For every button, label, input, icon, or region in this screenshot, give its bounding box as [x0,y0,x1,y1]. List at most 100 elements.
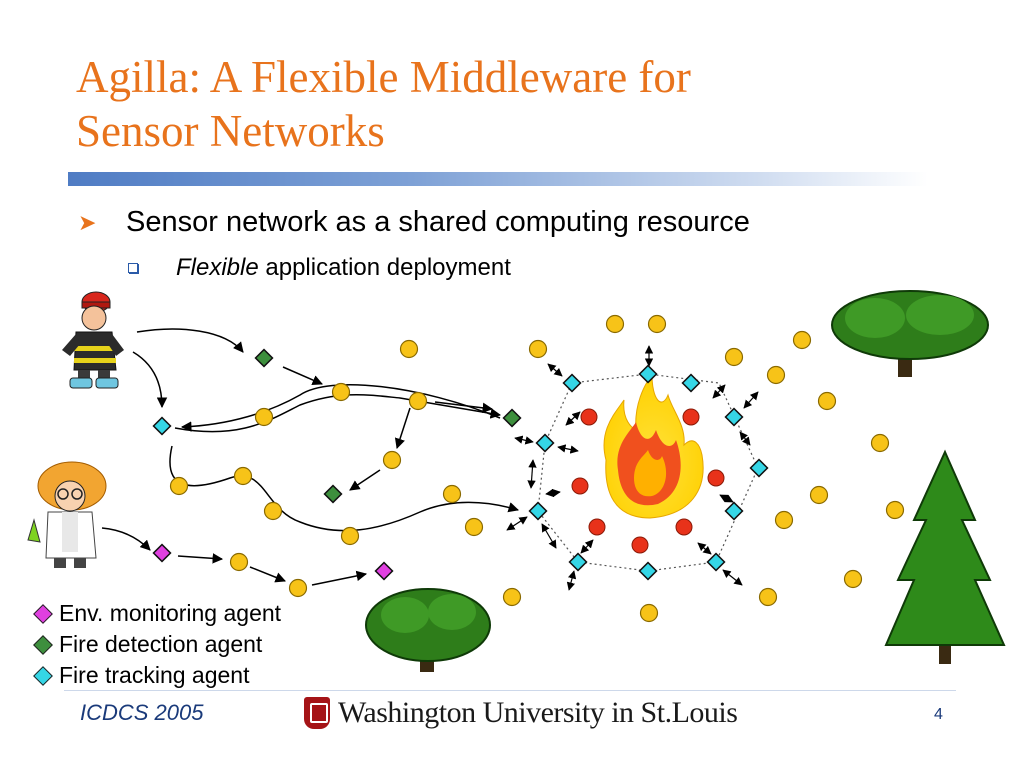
legend-item-fire-detection: Fire detection agent [30,629,281,660]
path-node-to-detector [349,469,381,491]
fire-nodes [571,408,725,554]
fire-tracking-agent [749,458,769,478]
sensor-node [758,587,778,607]
fire-tracking-agent [706,552,726,572]
fire-tracking-agent [568,552,588,572]
path-firefighter-to-detector [136,328,244,353]
path-firefighter-to-tracker [132,351,168,409]
sensor-node [724,347,744,367]
bullet-1-text: Sensor network as a shared computing res… [126,206,750,238]
sensor-node [792,330,812,350]
env-monitoring-agent [152,543,172,563]
fire-tracking-agent [535,433,555,453]
bullet-level-2: Flexible application deployment [128,254,511,282]
firefighter-icon [62,291,124,389]
sensor-node [382,450,402,470]
path-monitor-to-node [177,553,224,564]
fire-node [707,469,725,487]
sensor-node [233,466,253,486]
fire-tracking-agent [724,501,744,521]
bullet-level-1: ➤ Sensor network as a shared computing r… [78,206,750,239]
tree-bottom-icon [365,588,491,672]
sensor-node [843,569,863,589]
scientist-icon [27,461,107,568]
fire-node [571,477,589,495]
page-number: 4 [934,706,943,723]
path-node-to-monitor [311,570,368,586]
sensor-node [331,382,351,402]
tree-top-right-icon [831,290,989,377]
fire-detection-agent [323,484,343,504]
slide-title: Agilla: A Flexible Middleware for Sensor… [76,50,956,158]
fire-tracking-agent [638,561,658,581]
tracker-arrows [506,345,759,591]
fire-node [631,536,649,554]
sensor-node [528,339,548,359]
title-line-1: Agilla: A Flexible Middleware for [76,52,691,102]
agents [152,348,769,581]
footer-conference: ICDCS 2005 [80,700,204,725]
sensor-node [169,476,189,496]
sensor-node [288,578,308,598]
sensor-node [229,552,249,572]
sensor-node [442,484,462,504]
fire-tracking-agent [528,501,548,521]
sensor-node [464,517,484,537]
university-name: Washington University in St.Louis [338,696,738,729]
sensor-node [885,500,905,520]
sensor-node [647,314,667,334]
fire-tracking-agent [681,373,701,393]
sensor-node [254,407,274,427]
fire-node [682,408,700,426]
fire-node [580,408,598,426]
sensor-nodes [169,314,905,623]
sensor-node [809,485,829,505]
legend-item-fire-tracking: Fire tracking agent [30,660,281,691]
legend-label: Fire detection agent [59,631,263,657]
path-detector-to-node [282,366,323,386]
fire-tracking-agent [152,416,172,436]
title-underline [68,172,928,186]
sensor-node [502,587,522,607]
sensor-node [605,314,625,334]
path-node-to-node [249,566,286,583]
path-node-down [394,407,411,449]
sensor-node [408,391,428,411]
legend-item-env-monitoring: Env. monitoring agent [30,598,281,629]
path-scientist-to-monitor [101,527,151,551]
sensor-node [263,501,283,521]
cyan-diamond-icon [33,665,53,686]
pine-tree-icon [884,449,1006,664]
fire-node [588,518,606,536]
sensor-node [870,433,890,453]
green-diamond-icon [33,634,53,655]
legend-label: Fire tracking agent [59,662,250,688]
university-seal-icon [304,697,330,729]
title-line-2: Sensor Networks [76,106,385,156]
legend-label: Env. monitoring agent [59,600,282,626]
fire-tracking-agent [638,364,658,384]
sensor-node [766,365,786,385]
fire-node [675,518,693,536]
footer-divider [64,690,956,691]
sensor-node [399,339,419,359]
sensor-node [817,391,837,411]
path-return-left [180,383,501,432]
sensor-node [639,603,659,623]
university-logo: Washington University in St.Louis [304,696,738,730]
checkbox-bullet-icon [128,263,138,273]
sensor-node [340,526,360,546]
fire-tracking-agent [562,373,582,393]
fire-tracking-agent [724,407,744,427]
magenta-diamond-icon [33,603,53,624]
env-monitoring-agent [374,561,394,581]
bullet-2-text: application deployment [258,254,511,281]
arrow-bullet-icon: ➤ [78,209,97,235]
fire-detection-agent [502,408,522,428]
fire-detection-agent [254,348,274,368]
sensor-node [774,510,794,530]
path-long-horizontal [434,401,494,414]
path-wave-to-tracker [169,445,520,532]
bullet-2-italic: Flexible [176,254,259,281]
fire-icon [603,373,704,519]
